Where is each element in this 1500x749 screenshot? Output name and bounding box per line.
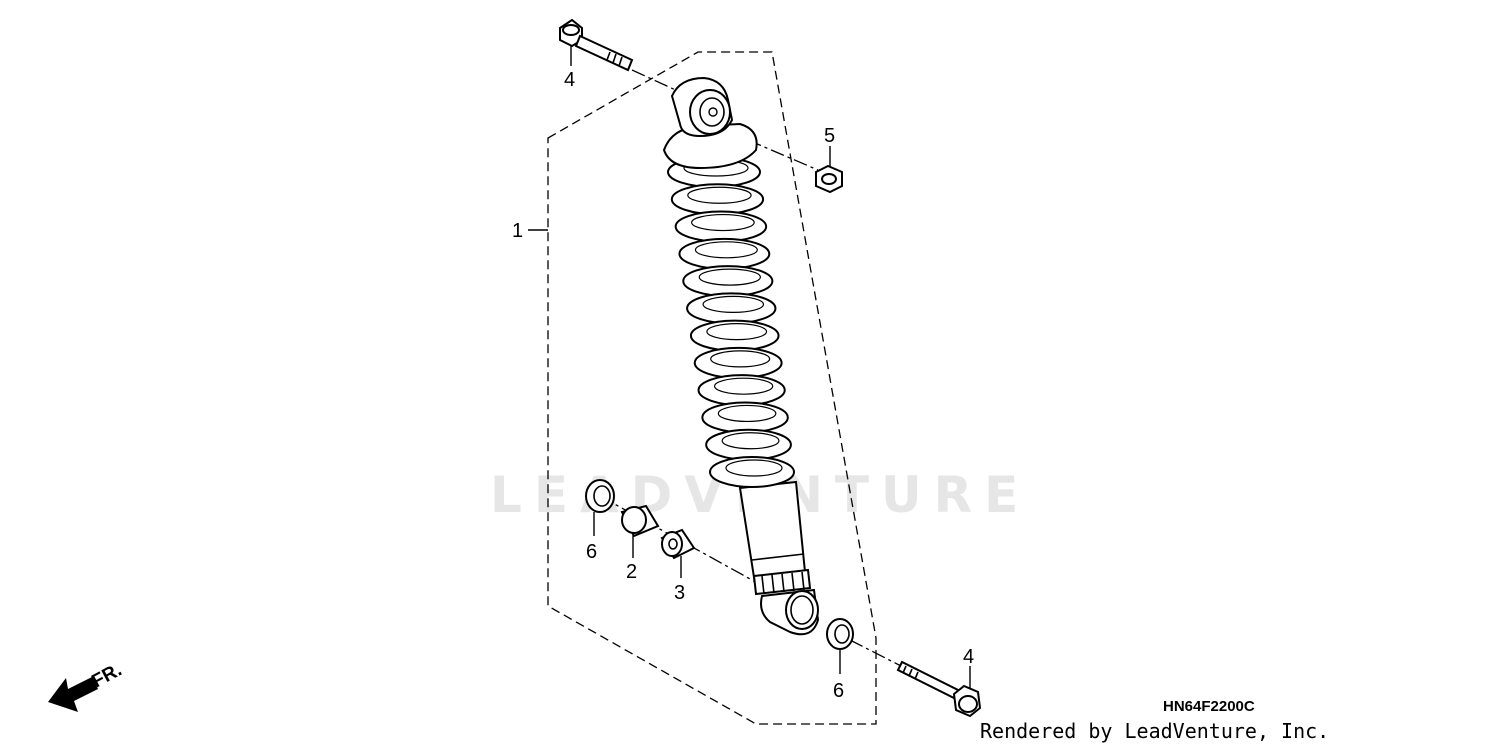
- bushing-part: [660, 528, 696, 560]
- spring-coil-inner: [698, 268, 761, 286]
- spring-coil-inner: [706, 323, 768, 341]
- spring-coil: [670, 183, 765, 216]
- shock-absorber-part: [662, 76, 820, 636]
- dust-seal-right-part: [826, 618, 854, 650]
- spring-coil: [674, 210, 768, 243]
- spring-coil-inner: [713, 377, 774, 395]
- callout-5: 5: [824, 125, 835, 147]
- spring-coil: [701, 401, 789, 434]
- spring-coil-inner: [691, 213, 755, 232]
- spring-coil-inner: [717, 404, 777, 423]
- spring-coil-inner: [702, 295, 765, 313]
- dust-seal-left-part: [585, 479, 615, 513]
- callout-1: 1: [512, 220, 523, 242]
- callout-6-left: 6: [586, 541, 597, 563]
- lower-bolt-axis: [849, 639, 906, 669]
- spring-coil-inner: [721, 432, 780, 450]
- spring-coil: [678, 237, 771, 270]
- spring-coils: [667, 156, 795, 488]
- spring-coil: [705, 428, 792, 461]
- spring-coil: [693, 346, 783, 379]
- spring-coil: [709, 456, 795, 488]
- top-nut-axis: [747, 139, 819, 171]
- callout-4-top: 4: [564, 69, 575, 91]
- spring-coil: [682, 265, 774, 298]
- diagram-code: HN64F2200C: [1163, 698, 1255, 715]
- spring-coil-inner: [710, 350, 771, 368]
- spring-coil: [689, 319, 780, 352]
- callout-6-right: 6: [833, 680, 844, 702]
- nut-part: [815, 164, 843, 194]
- collar-part: [620, 504, 660, 538]
- spring-coil: [686, 292, 777, 325]
- spring-coil-inner: [694, 241, 758, 259]
- callout-4-bottom: 4: [963, 646, 974, 668]
- front-direction-arrow-icon: [48, 677, 98, 712]
- spring-coil-inner: [687, 186, 752, 204]
- assembly-outline: [547, 51, 877, 725]
- top-bolt-axis: [631, 69, 681, 93]
- spring-coil: [697, 374, 786, 407]
- top-bolt-part: [559, 18, 634, 72]
- rendered-by-credit: Rendered by LeadVenture, Inc.: [980, 719, 1329, 743]
- spring-coil-inner: [725, 459, 783, 477]
- lower-bolt-part: [896, 660, 982, 718]
- callout-3: 3: [674, 582, 685, 604]
- callout-2: 2: [626, 561, 637, 583]
